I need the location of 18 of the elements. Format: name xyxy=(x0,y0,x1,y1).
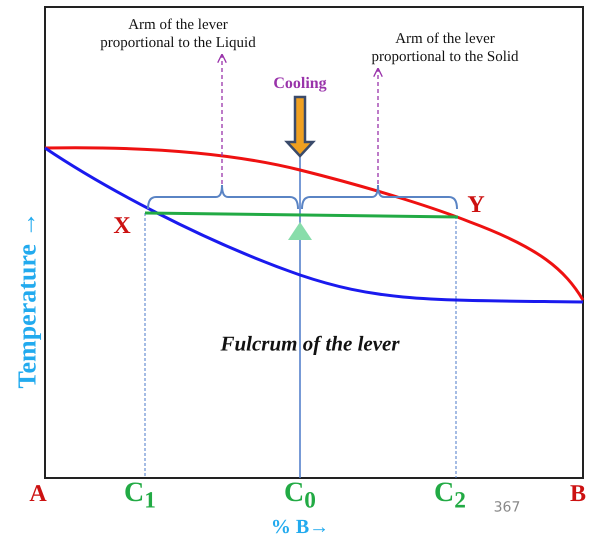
axis-title: % B→ xyxy=(270,516,330,538)
annotation-text: Fulcrum of the lever xyxy=(220,332,400,356)
composition-label: C$_{2}$ xyxy=(434,478,466,514)
callout-text: Arm of the lever proportional to the Liquid xyxy=(93,16,263,52)
callout-text: Arm of the lever proportional to the Solid xyxy=(360,30,530,66)
axis-end-label: B xyxy=(570,480,586,508)
composition-label: C$_{1}$ xyxy=(124,478,156,514)
point-label: X xyxy=(113,212,131,240)
point-label: Y xyxy=(467,192,485,218)
composition-label: C$_{0}$ xyxy=(284,478,316,514)
leader-line xyxy=(216,53,228,184)
axis-end-label: A xyxy=(29,480,47,508)
page-number: 367 xyxy=(494,500,520,516)
axis-title: Temperature → xyxy=(14,212,42,388)
process-label: Cooling xyxy=(273,75,327,93)
brace xyxy=(301,184,458,210)
leader-line xyxy=(372,67,384,184)
brace xyxy=(147,184,299,210)
